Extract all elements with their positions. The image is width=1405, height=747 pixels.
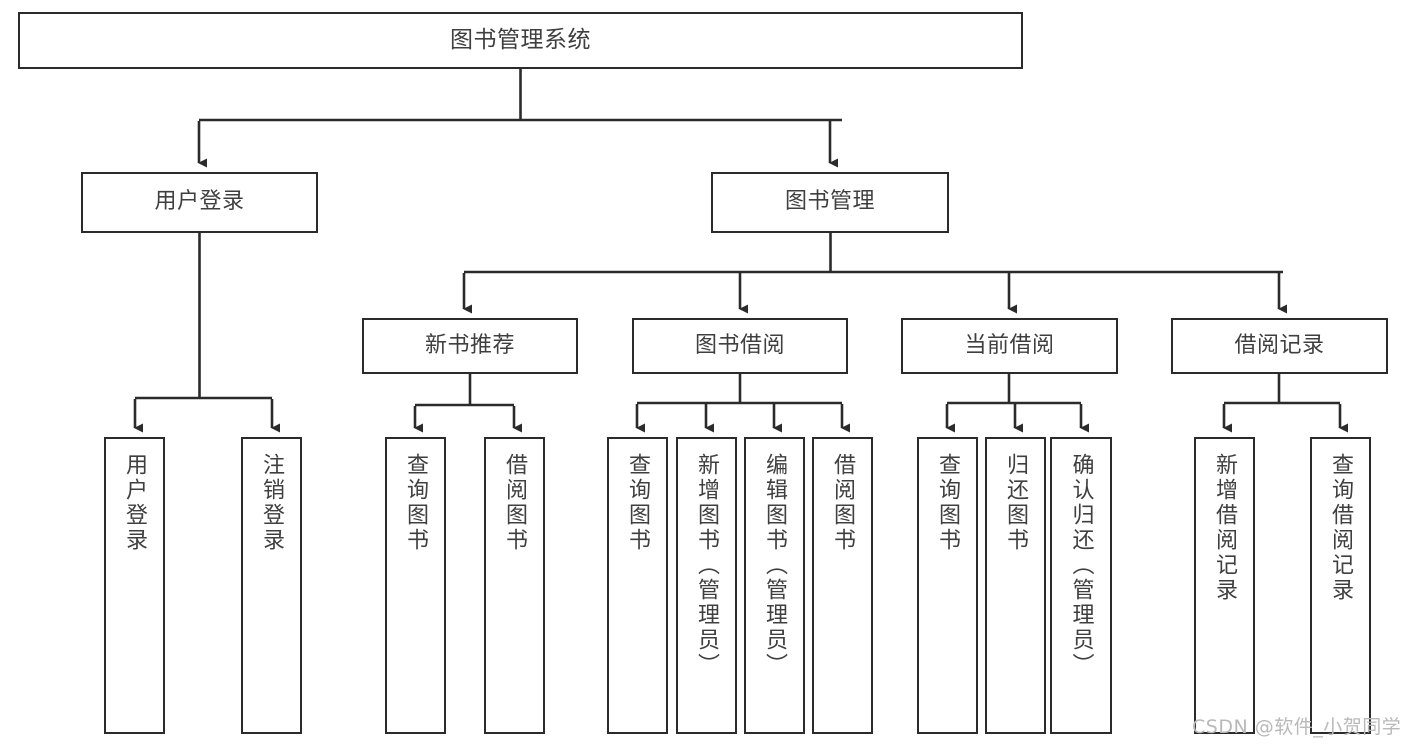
node-leaf-query-book-cur[interactable]: 查询图书	[917, 437, 978, 734]
node-root-label: 图书管理系统	[450, 26, 591, 53]
node-book-manage[interactable]: 图书管理	[711, 172, 949, 233]
node-leaf-query-borrow-record[interactable]: 查询借阅记录	[1310, 437, 1371, 734]
edge-current-borrow-to-leaves	[945, 374, 1089, 433]
node-leaf-add-book-admin-label: 新增图书（管理员）	[694, 453, 720, 678]
edge-user-login-to-leaves	[133, 233, 280, 433]
node-leaf-add-book-admin[interactable]: 新增图书（管理员）	[676, 437, 737, 734]
node-book-manage-label: 图书管理	[784, 189, 875, 215]
node-leaf-user-logout[interactable]: 注销登录	[241, 437, 302, 734]
node-leaf-query-book-brw[interactable]: 查询图书	[607, 437, 668, 734]
csdn-watermark: CSDN @软件_小贺同学	[1192, 716, 1402, 738]
node-leaf-edit-book-admin-label: 编辑图书（管理员）	[762, 453, 788, 678]
node-new-book-recommend-label: 新书推荐	[424, 332, 515, 358]
node-current-borrow-label: 当前借阅	[964, 332, 1055, 358]
edge-root-to-level2	[197, 69, 842, 168]
node-user-login[interactable]: 用户登录	[81, 172, 318, 233]
node-leaf-user-logout-label: 注销登录	[259, 453, 285, 553]
node-leaf-query-book-brw-label: 查询图书	[625, 453, 651, 553]
node-leaf-add-borrow-record-label: 新增借阅记录	[1212, 453, 1238, 603]
node-leaf-add-borrow-record[interactable]: 新增借阅记录	[1194, 437, 1255, 734]
node-borrow-record[interactable]: 借阅记录	[1171, 318, 1388, 374]
node-book-borrow[interactable]: 图书借阅	[632, 318, 848, 374]
node-user-login-label: 用户登录	[154, 189, 245, 215]
node-leaf-query-borrow-record-label: 查询借阅记录	[1328, 453, 1354, 603]
node-leaf-confirm-return-admin-label: 确认归还（管理员）	[1068, 453, 1094, 678]
node-new-book-recommend[interactable]: 新书推荐	[362, 318, 578, 374]
edge-borrow-record-to-leaves	[1222, 374, 1348, 433]
node-root[interactable]: 图书管理系统	[18, 12, 1023, 69]
node-leaf-borrow-book-rec[interactable]: 借阅图书	[484, 437, 545, 734]
node-leaf-return-book-label: 归还图书	[1003, 453, 1029, 553]
node-leaf-query-book-rec[interactable]: 查询图书	[385, 437, 446, 734]
edge-new-book-recommend-to-leaves	[413, 374, 522, 433]
node-leaf-borrow-book-rec-label: 借阅图书	[502, 453, 528, 553]
node-leaf-query-book-cur-label: 查询图书	[935, 453, 961, 553]
node-book-borrow-label: 图书借阅	[694, 332, 785, 358]
node-current-borrow[interactable]: 当前借阅	[901, 318, 1118, 374]
node-leaf-edit-book-admin[interactable]: 编辑图书（管理员）	[744, 437, 805, 734]
node-leaf-borrow-book-brw-label: 借阅图书	[830, 453, 856, 553]
node-leaf-user-login[interactable]: 用户登录	[104, 437, 165, 734]
node-leaf-user-login-label: 用户登录	[122, 453, 148, 553]
node-leaf-return-book[interactable]: 归还图书	[985, 437, 1046, 734]
node-leaf-confirm-return-admin[interactable]: 确认归还（管理员）	[1050, 437, 1112, 734]
node-leaf-borrow-book-brw[interactable]: 借阅图书	[812, 437, 873, 734]
node-leaf-query-book-rec-label: 查询图书	[403, 453, 429, 553]
node-borrow-record-label: 借阅记录	[1234, 332, 1325, 358]
edge-book-manage-to-level3	[462, 233, 1287, 314]
edge-book-borrow-to-leaves	[635, 374, 850, 433]
